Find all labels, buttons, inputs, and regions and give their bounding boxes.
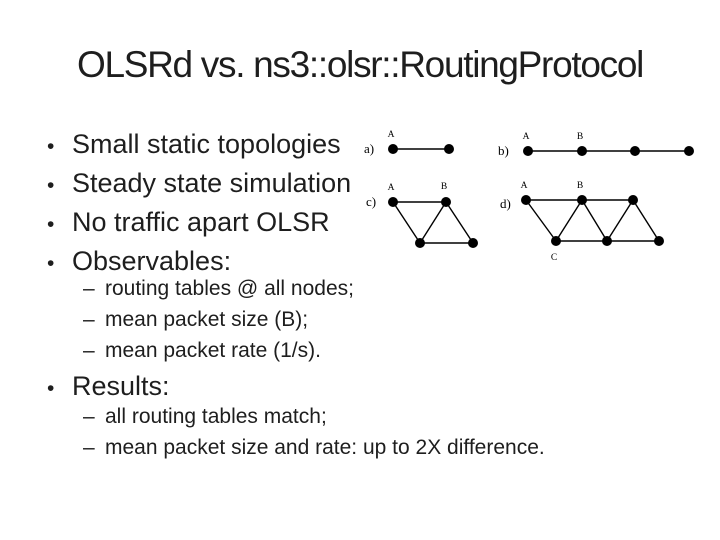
bullet-text: Steady state simulation	[72, 168, 352, 198]
bullet-text: No traffic apart OLSR	[72, 207, 330, 237]
bullet-line: • Small static topologies	[42, 126, 682, 165]
topology-node	[388, 144, 398, 154]
topology-edge	[606, 199, 634, 242]
topology-edge	[419, 201, 447, 244]
diagram-caption: b)	[498, 143, 509, 158]
bullet-marker: •	[47, 135, 55, 158]
bullet-line: –mean packet size and rate: up to 2X dif…	[80, 432, 720, 463]
topology-node	[388, 197, 398, 207]
topology-edge	[445, 201, 474, 244]
diagram-caption: c)	[366, 194, 376, 209]
topology-node	[444, 144, 454, 154]
node-label: A	[521, 181, 528, 191]
topology-node	[551, 236, 561, 246]
bullet-marker: •	[47, 213, 55, 236]
topology-b: A Bb)	[498, 132, 694, 158]
bullet-text: mean packet size and rate: up to 2X diff…	[105, 436, 545, 459]
bullet-marker: –	[83, 339, 95, 362]
bullet-marker: •	[47, 252, 55, 275]
bullet-text: all routing tables match;	[105, 405, 327, 428]
bullet-line: • Steady state simulation	[42, 165, 682, 204]
topology-node	[577, 195, 587, 205]
topology-node	[577, 146, 587, 156]
topology-node	[523, 146, 533, 156]
bullet-text: Observables:	[72, 246, 232, 276]
topology-node	[684, 146, 694, 156]
node-label: C	[551, 253, 557, 263]
bullet-marker: –	[83, 405, 95, 428]
bullet-group-observables-sub: –routing tables @ all nodes;–mean packet…	[80, 273, 720, 366]
topology-d: A B Cd)	[500, 181, 664, 263]
bullet-line: –all routing tables match;	[80, 401, 720, 432]
bullet-line: • No traffic apart OLSR	[42, 204, 682, 243]
bullet-line: –mean packet rate (1/s).	[80, 335, 720, 366]
topology-c: A Bc)	[366, 182, 478, 248]
bullet-text: mean packet size (B);	[105, 308, 309, 331]
bullet-line: –mean packet size (B);	[80, 304, 720, 335]
bullet-text: mean packet rate (1/s).	[105, 339, 321, 362]
topology-node	[415, 238, 425, 248]
bullet-line: • Observables:	[42, 243, 682, 282]
bullet-marker: •	[47, 377, 55, 400]
bullet-text: Results:	[72, 371, 170, 401]
bullet-marker: •	[47, 174, 55, 197]
topology-node	[441, 197, 451, 207]
bullet-line: –routing tables @ all nodes;	[80, 273, 720, 304]
topology-node	[628, 195, 638, 205]
node-label: B	[441, 182, 447, 192]
node-label: A	[388, 183, 395, 193]
node-label: A	[523, 132, 530, 142]
topology-edge	[632, 199, 660, 242]
topology-node	[654, 236, 664, 246]
slide-title: OLSRd vs. ns3::olsr::RoutingProtocol	[76, 44, 644, 85]
node-label: B	[577, 132, 583, 142]
topology-node	[630, 146, 640, 156]
topology-edge	[581, 199, 608, 242]
bullet-group-results: • Results:	[42, 368, 682, 407]
bullet-marker: –	[83, 308, 95, 331]
node-label: A	[388, 130, 395, 140]
topology-edge	[525, 199, 557, 242]
diagram-caption: d)	[500, 196, 511, 211]
topology-edge	[392, 201, 421, 244]
topology-a: Aa)	[364, 130, 454, 156]
topology-node	[602, 236, 612, 246]
bullet-text: Small static topologies	[72, 129, 341, 159]
bullet-text: routing tables @ all nodes;	[105, 277, 354, 300]
bullet-marker: –	[83, 277, 95, 300]
bullet-group-main: • Small static topologies • Steady state si…	[42, 126, 682, 282]
diagram-caption: a)	[364, 141, 374, 156]
node-label: B	[577, 181, 583, 191]
bullet-line: • Results:	[42, 368, 682, 407]
bullet-group-results-sub: –all routing tables match;–mean packet s…	[80, 401, 720, 463]
topology-node	[468, 238, 478, 248]
topology-node	[521, 195, 531, 205]
bullet-marker: –	[83, 436, 95, 459]
topology-edge	[555, 199, 583, 242]
